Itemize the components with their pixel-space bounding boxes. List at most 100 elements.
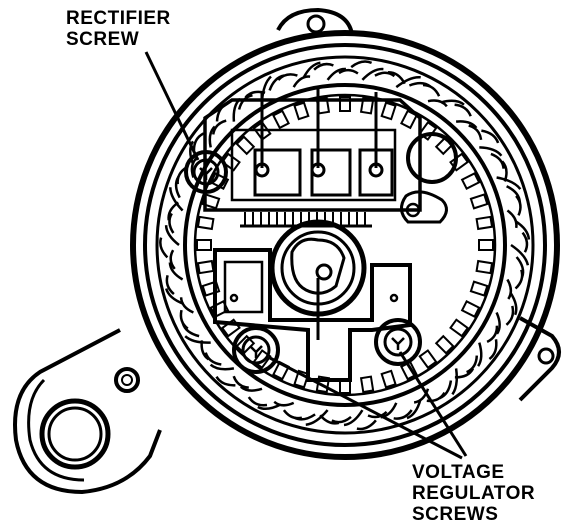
winding-wire: [406, 399, 422, 420]
winding-wire: [165, 274, 175, 296]
winding-wire: [338, 68, 359, 75]
winding-wire: [305, 409, 329, 427]
winding-wire: [326, 67, 347, 81]
winding-wire: [393, 409, 413, 420]
winding-wire: [164, 288, 184, 305]
stator-inner-ring: [183, 83, 507, 407]
winding-wire: [208, 125, 216, 148]
winding-wire: [486, 325, 499, 344]
stator-tooth: [475, 259, 494, 275]
winding-wire: [169, 187, 184, 212]
winding-wire: [215, 376, 236, 387]
winding-wire: [451, 368, 459, 396]
winding-wire: [395, 75, 421, 89]
winding-wire: [277, 73, 298, 81]
winding-wire: [239, 385, 263, 392]
stator-tooth: [460, 172, 481, 190]
winding-wire: [495, 311, 501, 335]
regulator-screws-callout: VOLTAGE REGULATOR SCREWS: [412, 462, 535, 525]
winding-wire: [454, 103, 472, 117]
stator-tooth: [359, 375, 375, 394]
winding-wire: [350, 60, 373, 69]
winding-wire: [514, 269, 524, 290]
regulator-label-line3: SCREWS: [412, 504, 498, 525]
winding-wire: [190, 157, 198, 178]
winding-wire: [468, 124, 483, 141]
winding-wire: [232, 375, 249, 389]
regulator-label-line1: VOLTAGE: [412, 462, 505, 483]
winding-wire: [422, 83, 441, 97]
voltage-regulator: [213, 248, 412, 382]
stator-tooth: [449, 318, 470, 338]
winding-wire: [426, 391, 446, 403]
winding-wire: [273, 400, 295, 407]
winding-wire: [232, 97, 241, 122]
housing-outer: [130, 30, 560, 460]
stator-tooth: [293, 101, 310, 121]
stator-tooth: [478, 239, 494, 251]
winding-wire: [490, 152, 505, 169]
capacitor: [400, 132, 458, 224]
winding-wire: [184, 335, 211, 344]
winding-wire: [440, 99, 465, 106]
winding-wire: [356, 419, 377, 431]
winding-wire: [510, 243, 530, 266]
winding-wire: [509, 291, 518, 316]
mounting-ear: [13, 328, 162, 495]
winding-wire: [292, 75, 311, 88]
stator-tooth: [272, 109, 290, 130]
winding-wire: [179, 297, 194, 314]
stator-tooth: [235, 135, 256, 156]
winding-wire: [168, 212, 175, 234]
winding-wire: [331, 415, 352, 424]
regulator-screw-right: [374, 318, 422, 366]
winding-wire: [189, 140, 195, 165]
stator-tooth: [196, 259, 215, 275]
winding-wire: [211, 119, 227, 135]
winding-wire: [506, 209, 518, 229]
winding-wire: [506, 278, 513, 300]
winding-wire: [455, 120, 478, 129]
winding-wire: [257, 403, 282, 411]
stator-tooth: [196, 239, 212, 251]
rectifier-label-line1: RECTIFIER: [66, 8, 171, 29]
winding-wire: [192, 132, 205, 151]
winding-wire: [302, 61, 321, 79]
stator-tooth: [196, 215, 215, 231]
winding-wire: [413, 388, 430, 404]
rectifier-label-line2: SCREW: [66, 29, 139, 50]
stator-tooth: [460, 300, 481, 318]
stator-tooth: [475, 215, 494, 231]
winding-wire: [515, 195, 522, 216]
winding-wire: [313, 62, 334, 71]
winding-wire: [477, 342, 483, 367]
regulator-label-line2: REGULATOR: [412, 483, 535, 504]
winding-wire: [514, 220, 531, 240]
winding-wire: [481, 129, 500, 144]
stator-tooth: [434, 334, 455, 355]
winding-wire: [361, 67, 384, 81]
winding-wire: [374, 71, 396, 78]
housing-lug-right: [518, 316, 561, 402]
winding-wire: [427, 99, 448, 108]
leader-lines: [144, 51, 468, 460]
rectifier-screw-callout: RECTIFIER SCREW: [66, 8, 171, 50]
winding-wire: [282, 409, 303, 420]
winding-wire: [488, 339, 498, 361]
stator-tooth: [469, 193, 489, 210]
winding-wire: [168, 262, 184, 281]
winding-wire: [209, 363, 235, 371]
winding-wire: [521, 231, 529, 253]
winding-wire: [505, 305, 515, 326]
stator-tooth: [418, 349, 438, 370]
winding-wire: [466, 355, 479, 374]
winding-wire: [247, 396, 268, 407]
winding-wire: [164, 225, 180, 246]
regulator-screw-left: [232, 326, 280, 374]
winding-wire: [179, 309, 189, 330]
winding-wire: [367, 410, 388, 419]
winding-wire: [496, 176, 522, 190]
rectifier-screw: [184, 150, 228, 194]
winding-wire: [479, 146, 503, 157]
stator-tooth: [469, 280, 489, 297]
